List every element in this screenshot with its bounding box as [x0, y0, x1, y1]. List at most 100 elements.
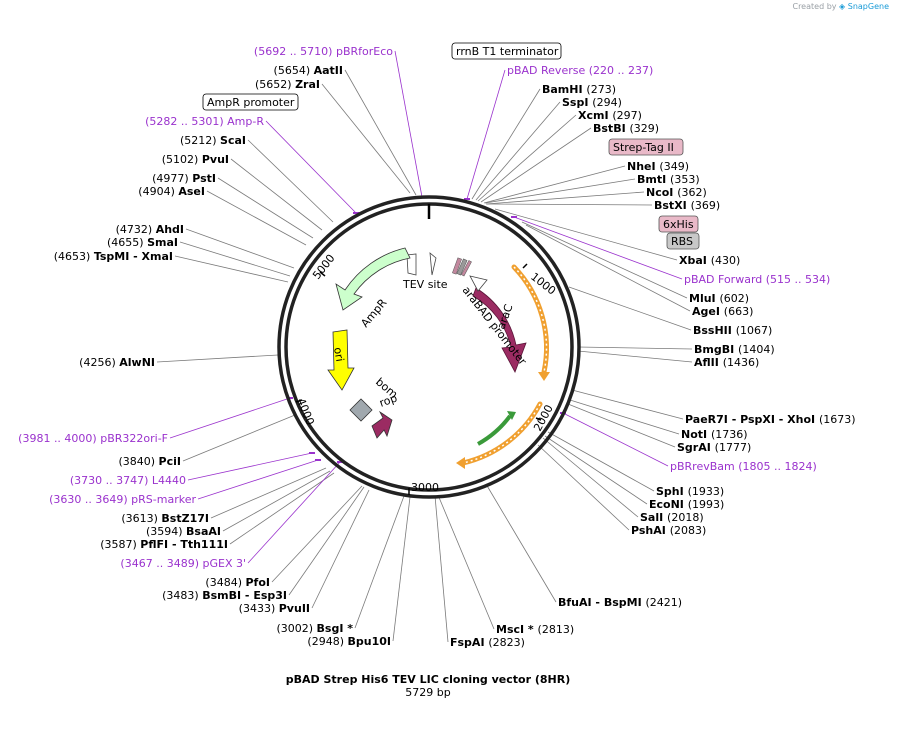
bom-marker	[349, 398, 373, 422]
leader-line	[466, 69, 506, 200]
leader-line	[475, 101, 561, 201]
leader-line	[577, 350, 693, 363]
enzyme-label-zrai: (5652) ZraI	[255, 78, 320, 91]
enzyme-label-bmti: BmtI (353)	[637, 173, 700, 186]
enzyme-label-bpu10i: (2948) Bpu10I	[307, 635, 391, 648]
snapgene-credit: Created by ◈ SnapGene	[792, 2, 889, 11]
leader-line	[434, 495, 449, 643]
primer-binding-mark	[309, 452, 315, 454]
leader-line	[437, 494, 495, 630]
feature-boxes: rrnB T1 terminator AmpR promoter Strep-T…	[202, 42, 700, 250]
credit-prefix: Created by	[792, 2, 837, 11]
leader-line	[230, 158, 323, 231]
6xhis-label: 6xHis	[663, 218, 694, 231]
primer-label-pbrforeco: (5692 .. 5710) pBRforEco	[254, 45, 393, 58]
leader-line	[179, 241, 291, 277]
enzyme-label-pshai: PshAI (2083)	[631, 524, 706, 537]
leader-line	[217, 177, 314, 239]
leader-line	[182, 414, 296, 462]
enzyme-label-psti: (4977) PstI	[152, 172, 216, 185]
enzyme-label-sgrai: SgrAI (1777)	[677, 441, 751, 454]
enzyme-label-smai: (4655) SmaI	[107, 236, 178, 249]
primer-label-pbr322orif: (3981 .. 4000) pBR322ori-F	[18, 432, 168, 445]
leader-lines	[156, 50, 693, 643]
enzyme-label-bsaai: (3594) BsaAI	[146, 525, 221, 538]
leader-line	[477, 114, 577, 202]
leader-line	[247, 461, 341, 564]
orf-arc-2-head	[456, 457, 465, 469]
enzyme-label-ncoi: NcoI (362)	[646, 186, 707, 199]
ampR-arrow	[335, 247, 411, 311]
leader-line	[485, 191, 645, 205]
leader-line	[537, 444, 630, 531]
enzyme-label-pcii: (3840) PciI	[118, 455, 181, 468]
enzyme-label-sali: SalI (2018)	[640, 511, 704, 524]
primer-label-pbrrevbam: pBRrevBam (1805 .. 1824)	[670, 460, 817, 473]
enzyme-label-nhei: NheI (349)	[627, 160, 689, 173]
orf-arc-2	[460, 401, 543, 466]
ori-label: ori	[331, 346, 346, 362]
leader-line	[156, 354, 279, 363]
enzyme-label-noti: NotI (1736)	[681, 428, 748, 441]
leader-line	[544, 435, 648, 505]
leader-line	[542, 437, 639, 518]
leader-line	[247, 139, 334, 223]
enzyme-label-bmgbi: BmgBI (1404)	[694, 343, 775, 356]
green-orf-arc	[477, 414, 512, 446]
leader-line	[197, 459, 319, 500]
leader-line	[525, 224, 691, 312]
araBAD-promoter-label: araBAD promoter	[460, 284, 530, 368]
enzyme-label-xbai: XbaI (430)	[679, 254, 740, 267]
rrnb-t1-terminator-box	[451, 42, 562, 60]
leader-line	[311, 489, 370, 609]
site-labels: (5692 .. 5710) pBRforEco(5654) AatII(565…	[18, 45, 855, 649]
ampR-label: AmpR	[358, 296, 389, 330]
enzyme-label-bsmbi: (3483) BsmBI - Esp3I	[162, 589, 287, 602]
enzyme-label-msci: MscI * (2813)	[496, 623, 574, 636]
enzyme-label-pvui: (5102) PvuI	[162, 153, 229, 166]
primer-label-ampr: (5282 .. 5301) Amp-R	[145, 115, 264, 128]
rop-label: rop	[378, 391, 399, 409]
primer-label-prsmarker: (3630 .. 3649) pRS-marker	[49, 493, 196, 506]
strep-tag-box	[608, 138, 684, 156]
leader-line	[185, 228, 295, 269]
leader-line	[562, 412, 669, 467]
primer-label-pbad: pBAD Reverse (220 .. 237)	[507, 64, 653, 77]
leader-line	[521, 221, 688, 299]
leader-line	[222, 470, 331, 532]
enzyme-label-alwni: (4256) AlwNI	[79, 356, 155, 369]
araC-arrow	[472, 287, 527, 373]
enzyme-label-sphi: SphI (1933)	[656, 485, 724, 498]
enzyme-label-bstz17i: (3613) BstZ17I	[121, 512, 209, 525]
enzyme-label-fspai: FspAI (2823)	[450, 636, 525, 649]
leader-line	[187, 452, 313, 481]
leader-line	[229, 472, 335, 545]
leader-line	[483, 165, 626, 204]
tev-site-label: TEV site	[402, 278, 448, 291]
leader-line	[547, 431, 655, 492]
rop-arrow	[371, 410, 393, 439]
primer-binding-mark	[464, 198, 470, 200]
leader-line	[486, 203, 653, 206]
leader-line	[484, 178, 636, 204]
leader-line	[271, 485, 363, 583]
primer-label-l4440: (3730 .. 3747) L4440	[70, 474, 186, 487]
leader-line	[577, 346, 693, 350]
ori-arrow	[327, 329, 355, 391]
leader-line	[174, 255, 289, 283]
leader-line	[394, 50, 423, 198]
tag-marks	[452, 257, 472, 277]
leader-line	[392, 496, 411, 642]
leader-line	[480, 127, 592, 203]
tick-label-3000: 3000	[411, 481, 439, 494]
leader-line	[494, 208, 678, 261]
enzyme-label-bstxi: BstXI (369)	[654, 199, 720, 212]
enzyme-label-tspmi: (4653) TspMI - XmaI	[54, 250, 173, 263]
leader-line	[569, 399, 680, 435]
leader-line	[210, 467, 327, 519]
enzyme-label-asei: (4904) AseI	[138, 185, 205, 198]
enzyme-label-pfoi: (3484) PfoI	[205, 576, 270, 589]
leader-line	[344, 69, 417, 196]
plasmid-backbone	[277, 195, 581, 499]
